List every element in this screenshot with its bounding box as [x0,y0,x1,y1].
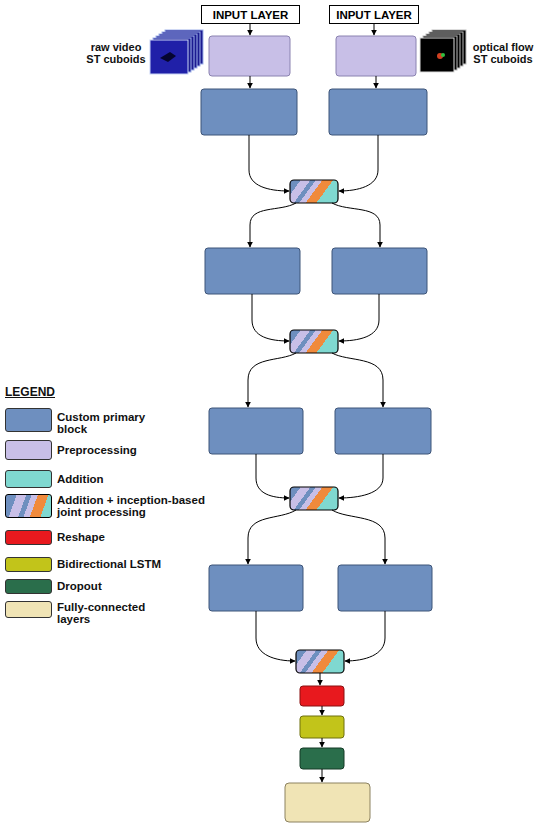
node-label: INPUT LAYER [336,9,412,21]
frame [150,40,188,74]
joint-block [290,180,338,203]
legend-swatch [5,601,52,618]
legend-swatch [5,530,52,545]
legend-text: Reshape [57,531,197,543]
wire [332,353,383,407]
legend-text: Addition [57,473,197,485]
legend-swatch [5,579,52,594]
legend-text: Preprocessing [57,444,197,456]
wire [339,294,379,341]
joint-block [290,487,338,510]
legend-text: Addition + inception-based joint process… [57,494,227,518]
flow-spot [441,53,445,57]
legend-swatch [5,494,52,518]
reshape-block [300,686,344,706]
wire [374,23,375,35]
legend-swatch [5,408,52,432]
input-layer-box: INPUT LAYER [329,5,419,24]
joint-block [296,650,344,673]
input-caption: raw video ST cuboids [84,41,148,65]
preprocessing-block [209,36,290,76]
primary-block [209,565,303,611]
legend-swatch [5,440,52,460]
wire [332,203,380,247]
raw-video-cuboid [150,30,203,74]
primary-block [335,408,431,454]
wire [248,510,296,564]
joint-block [290,330,338,353]
primary-block [332,248,427,294]
wire [250,76,251,88]
primary-block [201,89,297,135]
wire [256,454,289,498]
wire [250,203,296,247]
wire [339,454,383,498]
wire [339,135,378,191]
legend-swatch [5,470,52,488]
wire [322,738,323,747]
primary-block [338,565,432,611]
input-layer-box: INPUT LAYER [201,5,300,24]
optical-flow-cuboid [420,30,466,72]
primary-block [205,248,300,294]
legend-swatch [5,557,52,572]
preprocessing-block [336,36,416,76]
fc-block [285,783,370,822]
wire [252,294,289,341]
scene-object [160,52,176,62]
legend-text: Bidirectional LSTM [57,558,197,570]
wire [320,673,321,685]
wire [256,611,295,661]
wire [250,23,251,35]
wire [322,769,323,782]
wire [249,135,289,191]
frame [420,38,454,72]
legend-title: LEGEND [5,386,85,398]
input-caption: optical flow ST cuboids [466,41,540,65]
wire [248,353,296,407]
dropout-block [300,748,344,769]
wire [376,76,377,88]
primary-block [209,408,303,454]
node-label: INPUT LAYER [213,9,289,21]
primary-block [329,89,427,135]
legend-text: Fully-connected layers [57,601,157,625]
legend-text: Dropout [57,580,197,592]
wire [345,611,385,661]
legend-text: Custom primary block [57,411,157,435]
lstm-block [300,716,344,738]
wire [332,510,385,564]
wire [322,706,323,715]
